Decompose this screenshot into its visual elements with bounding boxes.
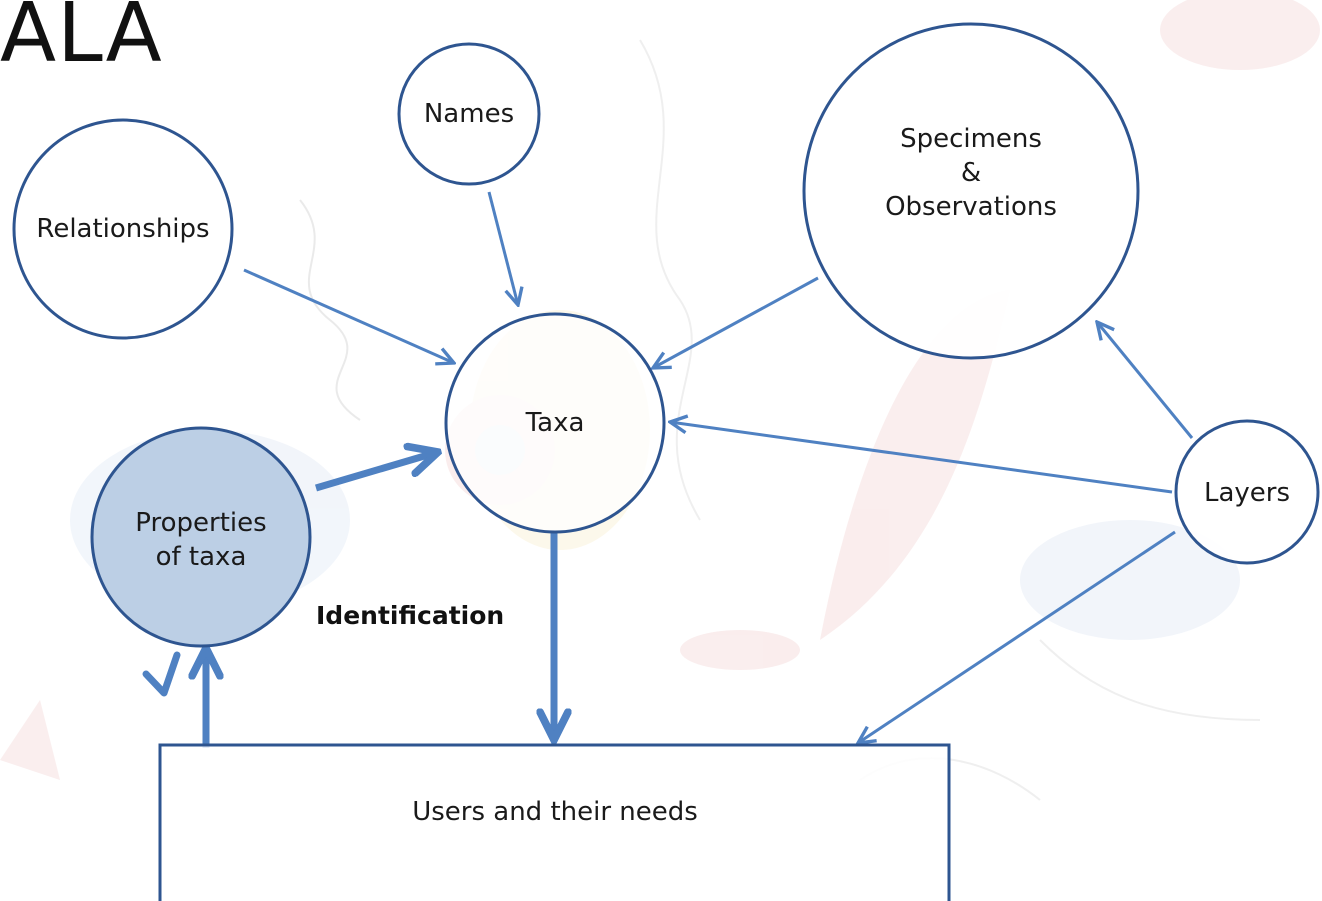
edge-properties-to-taxa bbox=[315, 452, 438, 492]
node-specimens bbox=[802, 22, 1140, 360]
properties-label: Properties of taxa bbox=[135, 508, 267, 572]
names-label: Names bbox=[423, 99, 515, 129]
node-taxa bbox=[444, 312, 666, 534]
node-properties bbox=[90, 426, 312, 648]
relationships-label: Relationships bbox=[36, 214, 210, 244]
node-users bbox=[158, 743, 951, 901]
nodes bbox=[12, 22, 1320, 901]
users-label: Users and their needs bbox=[412, 797, 698, 827]
node-relationships bbox=[12, 118, 234, 340]
node-layers bbox=[1174, 419, 1320, 565]
identification-label: Identification bbox=[316, 601, 505, 630]
specimens-label: Specimens & Observations bbox=[885, 124, 1057, 222]
edge-stray-check-mark bbox=[142, 651, 181, 697]
edge-layers-to-specimens bbox=[1097, 322, 1194, 439]
node-names bbox=[397, 42, 541, 186]
layers-label: Layers bbox=[1203, 478, 1291, 508]
edge-names-to-taxa bbox=[487, 191, 518, 305]
edges bbox=[142, 191, 1194, 748]
edge-relationships-to-taxa bbox=[243, 268, 454, 363]
slide-title: ALA bbox=[0, 0, 163, 81]
edge-specimens-to-taxa bbox=[653, 276, 819, 368]
taxa-label: Taxa bbox=[525, 408, 585, 438]
edge-layers-to-users bbox=[858, 530, 1176, 743]
edge-layers-to-taxa bbox=[670, 422, 1173, 494]
